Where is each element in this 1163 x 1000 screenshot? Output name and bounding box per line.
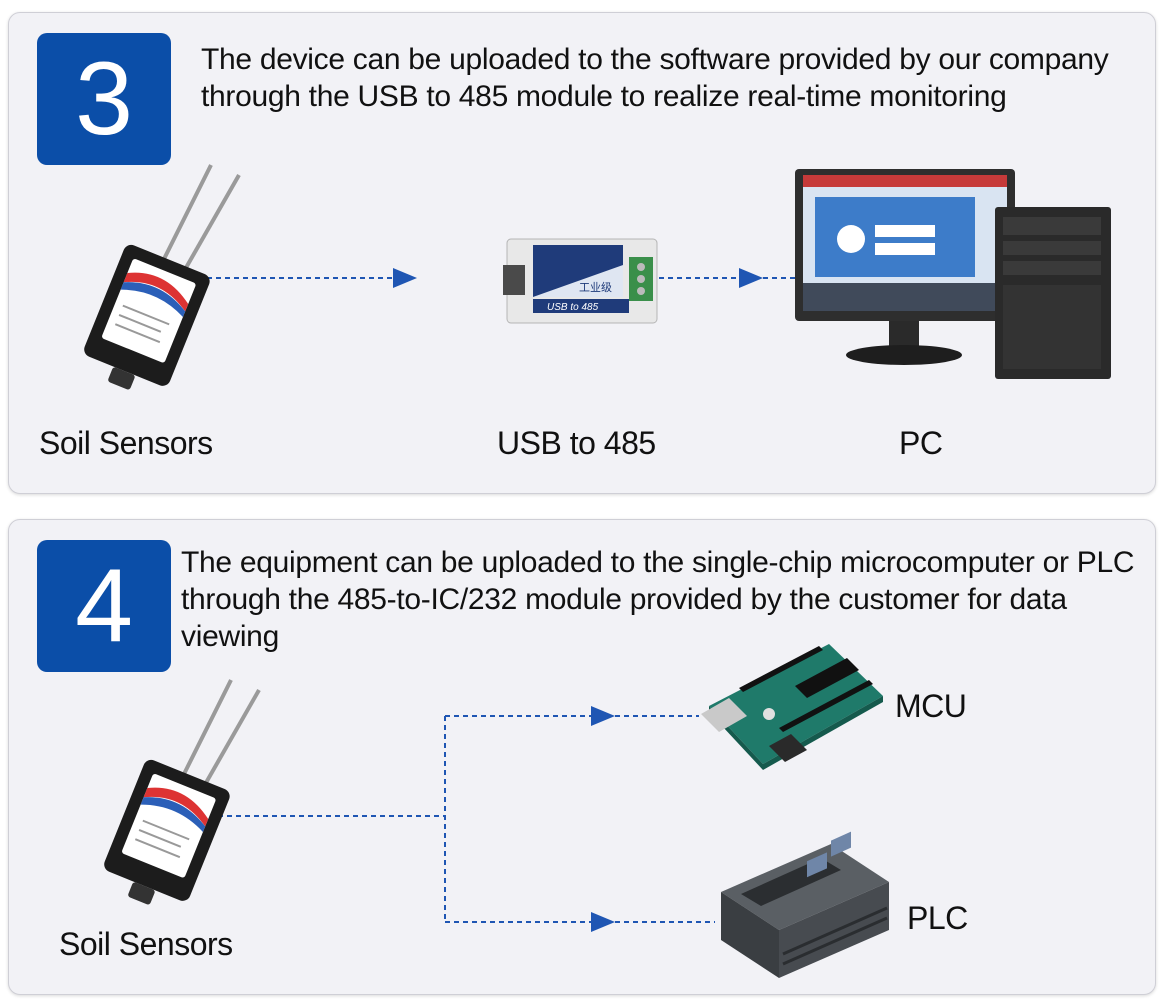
step-description: The device can be uploaded to the softwa…: [201, 43, 1109, 113]
connector-lines: [209, 706, 715, 932]
step-4-panel: 4 The equipment can be uploaded to the s…: [8, 519, 1156, 995]
arrow-icon: [393, 268, 417, 288]
converter-model-text: USB to 485: [547, 302, 599, 313]
connector-lines: [189, 268, 799, 288]
arrow-icon: [591, 706, 615, 726]
step-description: The equipment can be uploaded to the sin…: [181, 546, 1135, 653]
plc-icon: [721, 831, 889, 978]
soil-sensors-label: Soil Sensors: [59, 926, 233, 962]
step-number-badge: 3: [37, 33, 171, 165]
plc-label: PLC: [907, 900, 968, 936]
converter-brand-text: 工业级: [579, 281, 612, 294]
arrow-icon: [739, 268, 763, 288]
arrow-icon: [591, 912, 615, 932]
soil-sensor-icon: [84, 164, 241, 390]
step-3-panel: 3 The device can be uploaded to the soft…: [8, 12, 1156, 494]
mcu-board-icon: [701, 644, 883, 770]
soil-sensors-label: Soil Sensors: [39, 425, 213, 461]
soil-sensor-icon: [104, 679, 261, 905]
usb-485-converter-icon: 工业级 USB to 485: [503, 238, 658, 324]
usb-to-485-label: USB to 485: [497, 425, 656, 461]
pc-label: PC: [899, 425, 943, 461]
pc-icon: [795, 169, 1111, 379]
step-number-badge: 4: [37, 540, 171, 672]
mcu-label: MCU: [895, 688, 967, 724]
